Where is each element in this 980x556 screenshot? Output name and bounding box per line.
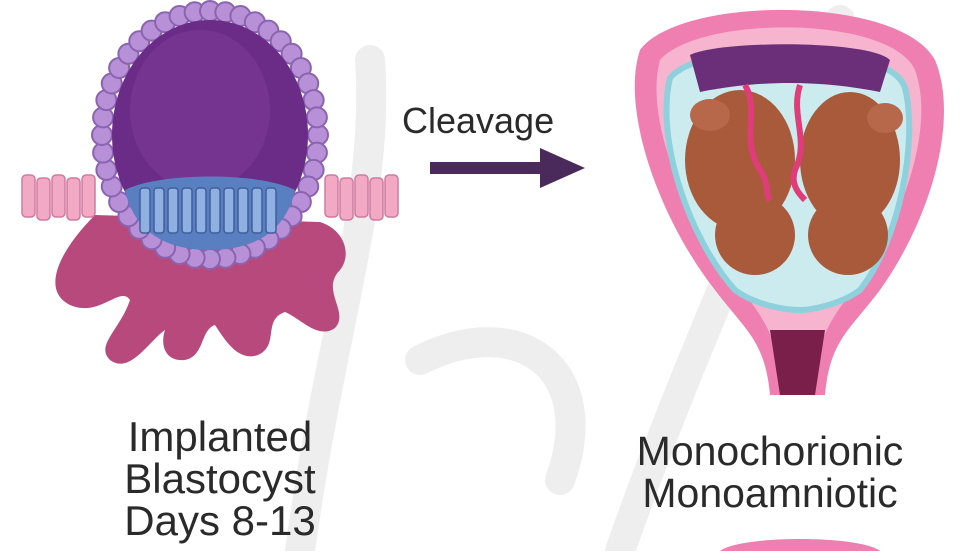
cervix	[770, 330, 825, 395]
arrow-shaft	[430, 162, 545, 174]
caption-line: Days 8-13	[124, 497, 316, 544]
uterine-cells-right	[324, 174, 399, 221]
inner-cell	[139, 187, 151, 234]
uterine-cell	[324, 174, 339, 218]
inner-cell	[195, 187, 207, 234]
inner-cell	[237, 187, 249, 234]
inner-cell	[209, 187, 221, 234]
implanted-blastocyst	[21, 0, 399, 364]
uterine-cell	[354, 174, 369, 218]
fetus-left	[685, 90, 795, 275]
cleavage-arrow	[430, 148, 585, 188]
blastocyst-caption: Implanted Blastocyst Days 8-13	[70, 416, 370, 542]
inner-cell	[251, 187, 263, 234]
inner-cell-columns	[139, 187, 277, 234]
endometrium-tissue	[55, 215, 346, 364]
caption-line: Implanted	[127, 413, 313, 460]
uterine-cell	[384, 174, 399, 218]
umbilical-cord-right	[790, 84, 808, 203]
inner-cell	[167, 187, 179, 234]
uterine-cell	[66, 177, 81, 221]
uterine-cells-left	[21, 174, 96, 221]
fetus-right	[800, 92, 903, 275]
uterine-cell	[21, 174, 36, 218]
uterus-twins	[634, 9, 944, 395]
uterine-cell	[339, 177, 354, 221]
second-uterus-top	[720, 539, 880, 551]
trophoblast-ring	[91, 0, 329, 270]
placenta	[690, 44, 890, 92]
uterine-cell	[51, 174, 66, 218]
blastocoel-highlight	[130, 30, 270, 190]
inner-cell	[153, 187, 165, 234]
inner-cell	[223, 187, 235, 234]
caption-line: Monochorionic	[636, 428, 904, 474]
caption-line: Blastocyst	[124, 455, 316, 502]
uterine-cell	[81, 174, 96, 218]
inner-cell	[265, 187, 277, 234]
trophoblast-cell	[305, 106, 328, 129]
arrow-right-icon	[540, 148, 585, 188]
uterine-cell	[369, 177, 384, 221]
uterine-cell	[36, 177, 51, 221]
inner-cell	[181, 187, 193, 234]
umbilical-cord-left	[742, 83, 773, 203]
twin-type-caption: Monochorionic Monoamniotic	[590, 430, 950, 514]
caption-line: Monoamniotic	[642, 470, 898, 516]
cleavage-label: Cleavage	[402, 100, 555, 141]
